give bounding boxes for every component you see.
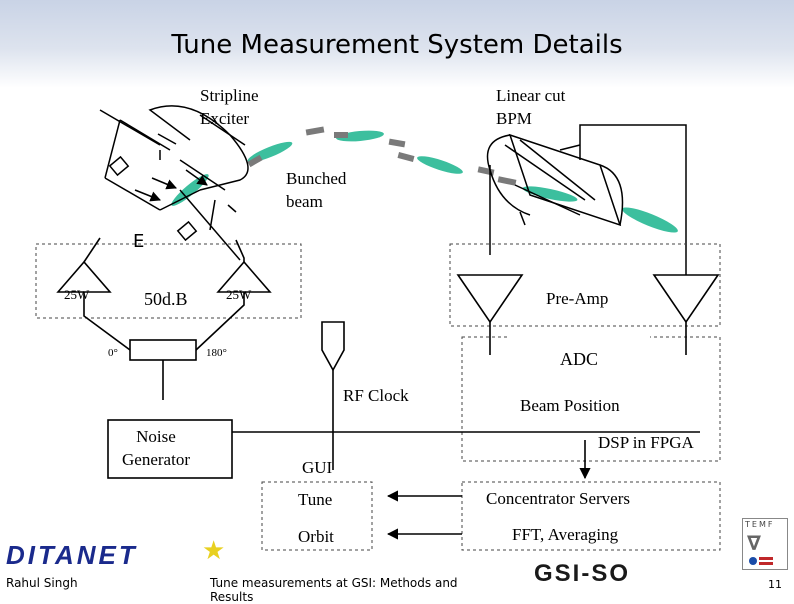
label-stripline-exciter: Stripline Exciter bbox=[200, 86, 259, 128]
label-rf-clock: RF Clock bbox=[343, 386, 409, 405]
hybrid-box bbox=[129, 339, 197, 361]
bunch bbox=[622, 207, 678, 233]
label-orbit: Orbit bbox=[298, 527, 334, 546]
label-pre-amp: Pre-Amp bbox=[546, 289, 609, 308]
label-hybrid-0: 0° bbox=[108, 347, 118, 359]
label-gui: GUI bbox=[302, 458, 333, 477]
temf-bar-icon bbox=[759, 557, 773, 560]
label-linear-cut-bpm: Linear cut BPM bbox=[496, 86, 566, 128]
beam-gap bbox=[305, 126, 325, 136]
rf-clock-symbol bbox=[321, 321, 345, 372]
ditanet-star-icon: ★ bbox=[202, 536, 226, 565]
ditanet-logo: DITANET ★ bbox=[0, 536, 250, 570]
temf-bar-icon bbox=[759, 562, 773, 565]
bunch bbox=[522, 186, 578, 202]
label-tune: Tune bbox=[298, 490, 333, 509]
preamp-box bbox=[449, 243, 721, 327]
label-e-field: E bbox=[133, 231, 145, 252]
linear-cut-bpm bbox=[486, 124, 687, 275]
label-adc: ADC bbox=[560, 349, 599, 369]
temf-dot-icon bbox=[749, 557, 757, 565]
slide-header-band bbox=[0, 0, 794, 88]
beam-gap bbox=[247, 154, 263, 168]
preamp-left-symbol bbox=[456, 274, 524, 324]
label-fft: FFT, Averaging bbox=[512, 525, 619, 544]
label-amp-right: 25W bbox=[226, 287, 252, 302]
bunch bbox=[417, 156, 463, 174]
label-concentrator: Concentrator Servers bbox=[486, 489, 630, 508]
temf-mark-icon: ∇ bbox=[747, 531, 761, 555]
label-bunched-beam: Bunched beam bbox=[286, 169, 347, 211]
gsi-logo-text: GSI-SO bbox=[534, 560, 631, 587]
stripline-exciter bbox=[99, 105, 249, 261]
footer-talk-title: Tune measurements at GSI: Methods and Re… bbox=[210, 576, 458, 604]
beam-gap bbox=[497, 176, 517, 186]
beam-gap bbox=[397, 152, 415, 162]
label-attenuator: 50d.B bbox=[144, 289, 188, 309]
label-hybrid-180: 180° bbox=[206, 347, 227, 359]
concentrator-box bbox=[461, 481, 721, 551]
temf-logo: TEMF ∇ bbox=[742, 518, 788, 570]
slide-title: Tune Measurement System Details bbox=[171, 30, 623, 60]
beam-gap bbox=[388, 138, 406, 148]
bunch bbox=[336, 130, 384, 142]
label-beam-position: Beam Position bbox=[520, 396, 620, 415]
footer-page-number: 11 bbox=[768, 578, 782, 591]
gsi-logo: GSI-SO bbox=[534, 560, 714, 590]
temf-logo-text: TEMF bbox=[745, 520, 775, 529]
beam-gap bbox=[334, 132, 348, 138]
noise-generator-box bbox=[107, 419, 233, 479]
gui-box bbox=[261, 481, 373, 551]
adc-box bbox=[510, 335, 650, 377]
exciter-electronics-box bbox=[35, 243, 302, 319]
label-dsp: DSP in FPGA bbox=[598, 433, 694, 452]
preamp-right-symbol bbox=[652, 274, 720, 324]
beam-bunches bbox=[171, 126, 678, 233]
footer-author: Rahul Singh bbox=[6, 576, 78, 590]
label-amp-left: 25W bbox=[64, 287, 90, 302]
ditanet-logo-text: DITANET bbox=[6, 540, 138, 570]
label-noise-generator: Noise Generator bbox=[122, 427, 190, 469]
